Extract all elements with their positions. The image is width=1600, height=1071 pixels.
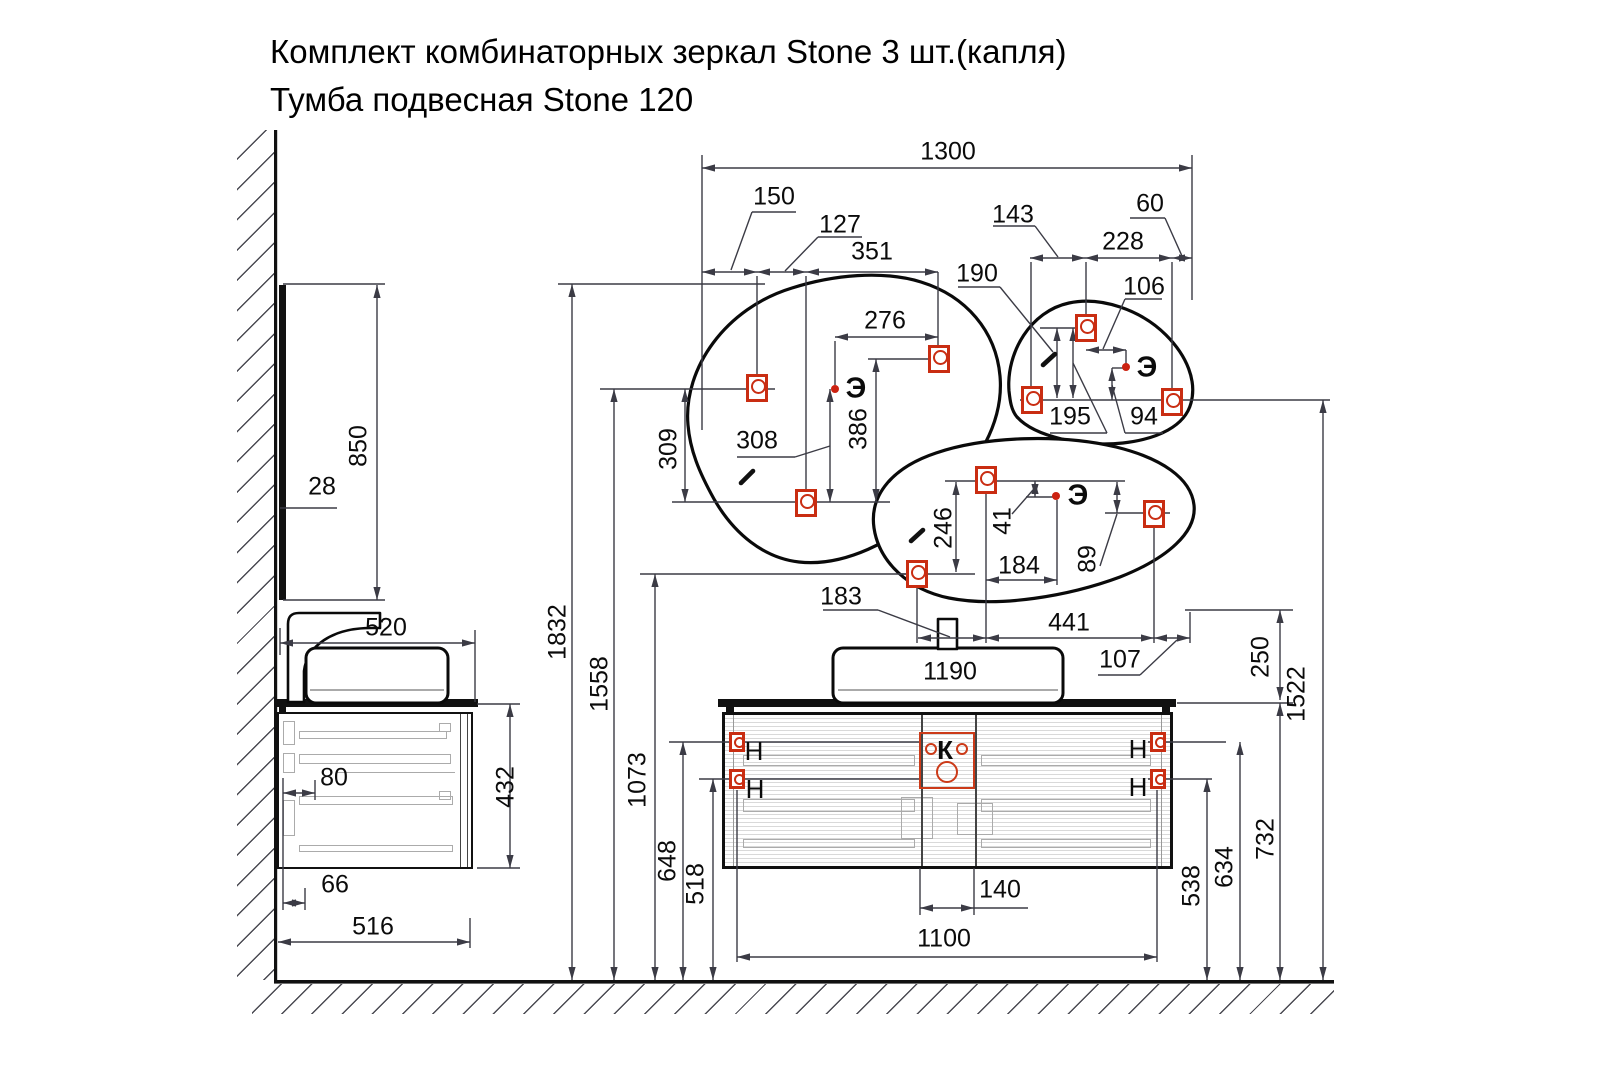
mount-ring — [911, 564, 926, 580]
drawing-title-line2: Тумба подвесная Stone 120 — [270, 81, 694, 118]
bracket-symbol-3: Н — [1128, 734, 1148, 764]
mirror-mount-point-4 — [1074, 313, 1097, 342]
floor-hatching — [252, 984, 1334, 1014]
mirror-mount-point-3 — [794, 488, 817, 517]
dimension-label-634: 634 — [1210, 846, 1239, 888]
dimension-label-41: 41 — [988, 507, 1017, 535]
connector-symbol: К — [937, 735, 953, 765]
dimension-label-150: 150 — [753, 182, 795, 211]
dimension-label-518: 518 — [681, 863, 710, 905]
dimension-label-89: 89 — [1073, 545, 1102, 573]
dimension-label-250: 250 — [1246, 636, 1275, 678]
dimension-label-538: 538 — [1177, 865, 1206, 907]
mount-ring — [1080, 318, 1095, 334]
dimension-label-143: 143 — [992, 200, 1034, 229]
mirror-mount-point-8 — [905, 559, 928, 588]
mirror-mount-point-2 — [927, 344, 950, 373]
bracket-symbol-4: Н — [1128, 772, 1148, 802]
dimension-label-732: 732 — [1251, 818, 1280, 860]
cabinet-mount-point-2 — [729, 769, 745, 789]
electrical-dot-1 — [831, 385, 839, 393]
mount-ring — [1148, 504, 1163, 520]
dimension-label-386: 386 — [844, 408, 873, 450]
dimension-label-106: 106 — [1123, 272, 1165, 301]
dimension-label-246: 246 — [929, 507, 958, 549]
mirror-mount-point-5 — [1020, 385, 1043, 414]
mount-ring — [1166, 392, 1181, 408]
bracket-symbol-2: Н — [745, 774, 765, 804]
cabinet-mount-point-3 — [1150, 732, 1166, 752]
dimension-label-648: 648 — [653, 840, 682, 882]
connector-box — [919, 732, 975, 789]
dimension-label-276: 276 — [864, 306, 906, 335]
cabinet-mount-point-1 — [729, 732, 745, 752]
cabinet-mount-point-4 — [1150, 769, 1166, 789]
mount-ring — [1154, 773, 1166, 785]
mirror-mount-point-6 — [1160, 387, 1183, 416]
mount-ring — [1154, 736, 1166, 748]
dimension-label-1300: 1300 — [920, 137, 976, 166]
dimension-label-1832: 1832 — [543, 604, 572, 660]
electrical-dot-2 — [1122, 363, 1130, 371]
switch-marks — [738, 351, 1058, 544]
dimension-label-1190: 1190 — [923, 657, 977, 686]
dimension-label-1073: 1073 — [623, 752, 652, 808]
dimension-label-1522: 1522 — [1282, 666, 1311, 722]
dimension-label-516: 516 — [352, 912, 394, 941]
dimension-label-107: 107 — [1099, 645, 1141, 674]
electrical-point-symbol-2: Э — [1136, 351, 1158, 384]
mount-ring — [933, 349, 948, 365]
mount-ring — [751, 378, 766, 394]
wall-hatching — [237, 130, 274, 980]
dimension-label-850: 850 — [344, 425, 373, 467]
dimension-label-351: 351 — [851, 237, 893, 266]
bracket-symbol-1: Н — [744, 736, 764, 766]
mirror-mount-point-9 — [1142, 499, 1165, 528]
dimension-label-184: 184 — [998, 551, 1040, 580]
dimension-lines — [278, 155, 1330, 980]
vanity-cabinet-front-view — [722, 712, 1173, 869]
dimension-label-195: 195 — [1049, 402, 1091, 431]
dimension-label-432: 432 — [491, 766, 520, 808]
dimension-label-60: 60 — [1136, 189, 1164, 218]
dimension-label-66: 66 — [321, 870, 349, 899]
dimension-label-441: 441 — [1048, 608, 1090, 637]
dimension-label-183: 183 — [820, 582, 862, 611]
mirror-mount-point-7 — [974, 465, 997, 494]
dimension-label-80: 80 — [320, 763, 348, 792]
dimension-label-127: 127 — [819, 210, 861, 239]
dimension-label-520: 520 — [365, 613, 407, 642]
dimension-label-190: 190 — [956, 259, 998, 288]
connector-ring-left — [925, 743, 937, 755]
dimension-label-309: 309 — [654, 428, 683, 470]
electrical-point-symbol-1: Э — [845, 372, 867, 405]
fixtures-outlines — [274, 130, 1334, 984]
dimension-label-140: 140 — [979, 875, 1021, 904]
connector-ring-right — [956, 743, 968, 755]
dimension-label-228: 228 — [1102, 227, 1144, 256]
mirror-top-right-outline — [1007, 299, 1195, 446]
dimension-label-94: 94 — [1130, 402, 1158, 431]
dimension-label-28: 28 — [308, 472, 336, 501]
electrical-dot-3 — [1052, 492, 1060, 500]
dimension-label-1558: 1558 — [585, 656, 614, 712]
mount-ring — [980, 470, 995, 486]
mount-ring — [800, 493, 815, 509]
drawing-title-line1: Комплект комбинаторных зеркал Stone 3 шт… — [270, 33, 1067, 70]
connector-ring-drain — [936, 761, 958, 783]
basin-side — [304, 646, 450, 705]
dimension-label-1100: 1100 — [917, 924, 971, 953]
mount-ring — [733, 773, 745, 785]
mirror-mount-point-1 — [745, 373, 768, 402]
mount-ring — [1026, 390, 1041, 406]
mount-ring — [733, 736, 745, 748]
dimension-label-308: 308 — [736, 426, 778, 455]
electrical-point-symbol-3: Э — [1067, 479, 1089, 512]
